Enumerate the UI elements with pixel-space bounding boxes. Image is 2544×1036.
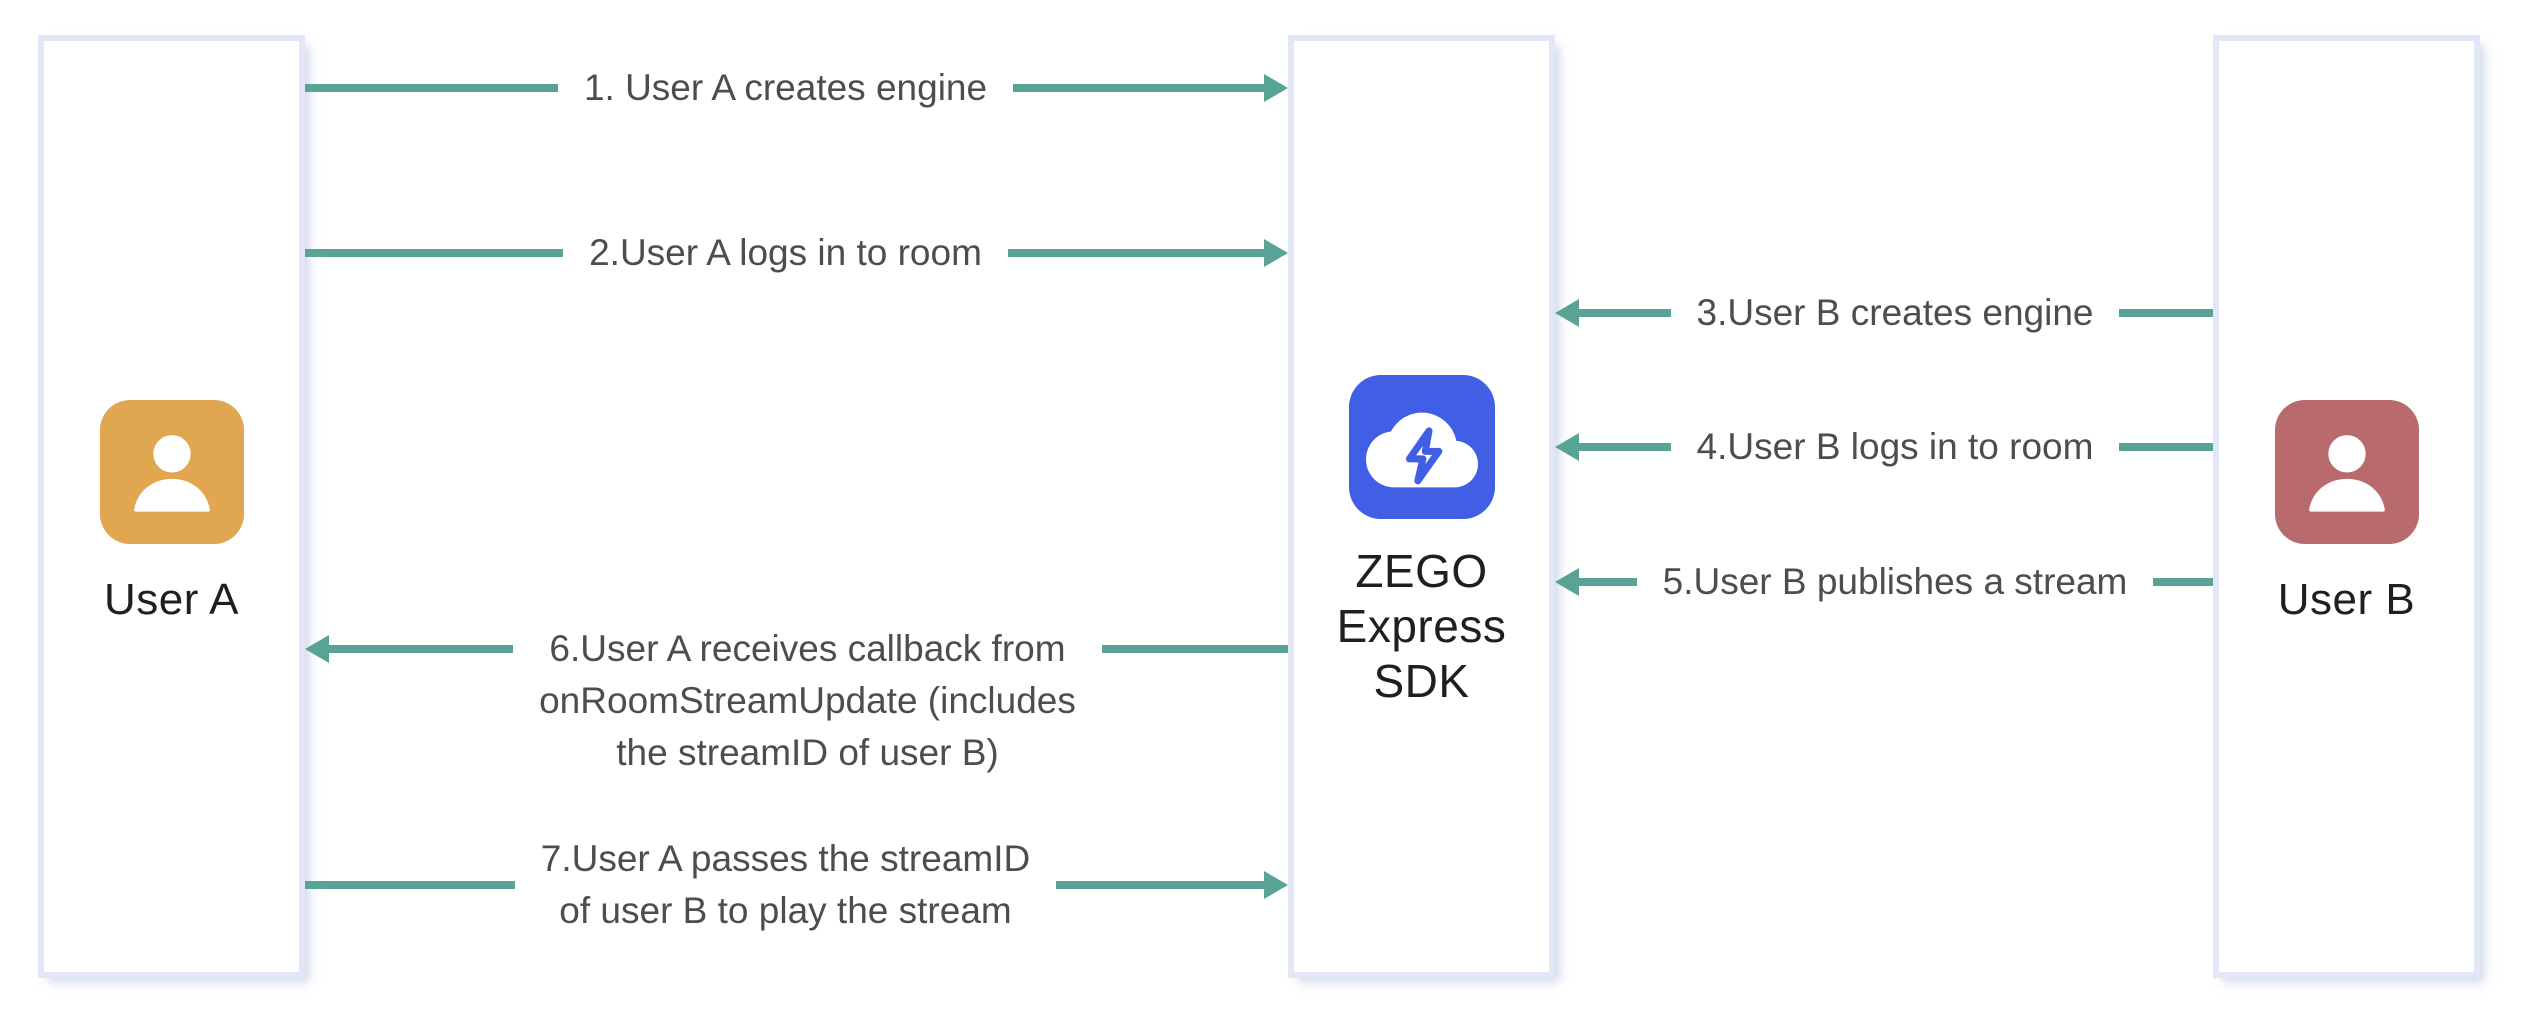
message-label-3: 3.User B creates engine bbox=[1696, 292, 2094, 333]
arrow-line bbox=[1577, 309, 1671, 317]
arrow-line bbox=[1577, 443, 1671, 451]
person-icon bbox=[133, 435, 210, 512]
sdk-label-line: SDK bbox=[1373, 655, 1470, 707]
arrowhead-right-icon bbox=[1264, 239, 1288, 267]
arrow-line bbox=[2153, 578, 2214, 586]
message-label-7-line: 7.User A passes the streamID bbox=[540, 838, 1031, 879]
user-a-avatar bbox=[99, 400, 244, 544]
message-label-7: 7.User A passes the streamID of user B t… bbox=[515, 833, 1056, 937]
message-label-6-line: the streamID of user B) bbox=[616, 732, 999, 773]
arrow-line bbox=[1577, 578, 1637, 586]
arrowhead-left-icon bbox=[1555, 299, 1579, 327]
arrow-line bbox=[1007, 249, 1266, 257]
sdk-label-line: Express bbox=[1336, 600, 1507, 652]
arrow-line bbox=[327, 645, 514, 653]
message-arrow-5: 5.User B publishes a stream bbox=[1555, 502, 2214, 662]
message-label-2: 2.User A logs in to room bbox=[589, 232, 982, 273]
actor-box-zego-sdk: ZEGO Express SDK bbox=[1288, 35, 1555, 978]
message-arrow-7: 7.User A passes the streamID of user B t… bbox=[305, 805, 1288, 965]
arrow-line bbox=[1101, 645, 1288, 653]
arrowhead-left-icon bbox=[305, 635, 329, 663]
message-arrow-3: 3.User B creates engine bbox=[1555, 233, 2213, 393]
actor-label-user-b: User B bbox=[2277, 575, 2416, 624]
cloud-lightning-icon bbox=[1365, 412, 1478, 488]
user-b-avatar bbox=[2274, 400, 2419, 544]
arrow-line bbox=[2119, 309, 2213, 317]
sdk-badge bbox=[1348, 375, 1495, 519]
person-icon bbox=[2308, 435, 2385, 512]
message-label-7-line: of user B to play the stream bbox=[559, 890, 1012, 931]
arrow-line bbox=[1013, 84, 1267, 92]
message-label-4: 4.User B logs in to room bbox=[1696, 426, 2094, 467]
message-arrow-6: 6.User A receives callback from onRoomSt… bbox=[305, 569, 1288, 773]
actor-box-user-b: User B bbox=[2213, 35, 2480, 978]
message-label-6-line: 6.User A receives callback from bbox=[549, 628, 1066, 669]
message-label-5: 5.User B publishes a stream bbox=[1662, 561, 2128, 602]
message-label-6-line: onRoomStreamUpdate (includes bbox=[539, 680, 1076, 721]
actor-label-zego-sdk: ZEGO Express SDK bbox=[1294, 544, 1549, 709]
message-arrow-4: 4.User B logs in to room bbox=[1555, 367, 2214, 527]
arrow-line bbox=[2119, 443, 2214, 451]
arrow-line bbox=[305, 249, 564, 257]
arrowhead-right-icon bbox=[1264, 74, 1289, 102]
arrowhead-left-icon bbox=[1555, 568, 1579, 596]
message-arrow-1: 1. User A creates engine bbox=[305, 8, 1289, 168]
message-label-6: 6.User A receives callback from onRoomSt… bbox=[513, 623, 1102, 779]
arrowhead-right-icon bbox=[1264, 871, 1288, 899]
arrow-line bbox=[305, 84, 558, 92]
arrow-line bbox=[305, 881, 515, 889]
arrow-line bbox=[1056, 881, 1266, 889]
arrowhead-left-icon bbox=[1555, 433, 1579, 461]
actor-box-user-a: User A bbox=[38, 35, 305, 978]
actor-label-user-a: User A bbox=[103, 575, 240, 624]
message-label-1: 1. User A creates engine bbox=[583, 67, 988, 108]
sdk-label-line: ZEGO bbox=[1355, 545, 1488, 597]
message-arrow-2: 2.User A logs in to room bbox=[305, 173, 1288, 333]
